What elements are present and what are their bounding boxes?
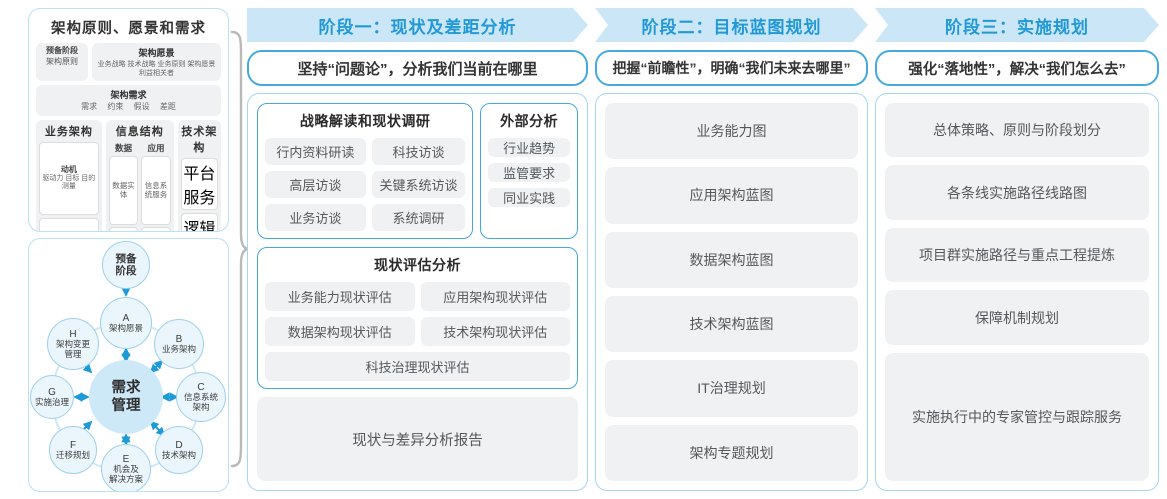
list-item: 保障机制规划	[885, 290, 1149, 345]
phase-1-column: 阶段一：现状及差距分析 坚持“问题论”，分析我们当前在哪里 战略解读和现状调研 …	[247, 8, 588, 491]
list-item: 监管要求	[488, 163, 570, 182]
phase-3-subtitle: 强化“落地性”，解决“我们怎么去”	[875, 50, 1159, 86]
list-item: IT治理规划	[605, 360, 858, 417]
list-item: 技术架构现状评估	[420, 317, 570, 346]
list-item: 应用架构现状评估	[420, 282, 570, 311]
principles-panel-title: 架构原则、愿景和需求	[51, 21, 206, 37]
phases-area: 阶段一：现状及差距分析 坚持“问题论”，分析我们当前在哪里 战略解读和现状调研 …	[247, 8, 1160, 491]
app-item: 信息系统服务	[141, 155, 171, 225]
list-item: 应用架构蓝图	[605, 167, 858, 224]
list-item: 行内资料研读	[265, 138, 366, 165]
list-item: 实施执行中的专家管控与跟踪服务	[885, 352, 1149, 481]
data-item: 逻辑数据构件	[108, 226, 139, 231]
architecture-sections: 业务架构 动机 驱动力 目标 目的 测量 组织 组织 位置 驱动者 角色 功能 …	[36, 119, 222, 231]
gap-analysis-report-box: 现状与差异分析报告	[257, 397, 578, 481]
adm-node-e-opportunities: E 机会及 解决方案	[101, 444, 151, 491]
list-item: 项目群实施路径与重点工程提炼	[885, 227, 1149, 283]
adm-node-prep: 预备 阶段	[102, 241, 150, 289]
technology-architecture-section: 技术架构 平台服务 逻辑技术构件 物理技术构件	[177, 119, 222, 231]
phase-2-subtitle: 把握“前瞻性”，明确“我们未来去哪里”	[595, 50, 868, 86]
app-item: 逻辑应用构件	[141, 226, 171, 231]
application-column: 应用 信息系统服务 逻辑应用构件 物理应用构件	[141, 142, 171, 231]
tech-item: 逻辑技术构件	[180, 212, 219, 231]
external-analysis-group: 外部分析 行业趋势 监管要求 同业实践	[480, 103, 578, 239]
list-item: 关键系统访谈	[371, 171, 466, 198]
list-item: 总体策略、原则与阶段划分	[885, 103, 1149, 158]
list-item: 数据架构蓝图	[605, 231, 858, 288]
prep-vision-row: 预备阶段 架构原则 架构愿景 业务战略 技术战略 业务原则 架构愿景 利益相关者	[36, 43, 221, 82]
phase-3-panel: 总体策略、原则与阶段划分 各条线实施路径线路图 项目群实施路径与重点工程提炼 保…	[875, 93, 1159, 491]
list-item: 数据架构现状评估	[265, 317, 415, 346]
vision-box: 架构愿景 业务战略 技术战略 业务原则 架构愿景 利益相关者	[92, 43, 221, 82]
data-item: 数据实体	[108, 155, 139, 225]
list-item: 各条线实施路径线路图	[885, 165, 1149, 220]
list-item: 业务访谈	[265, 204, 366, 231]
adm-node-h-change: H 架构变更 管理	[47, 318, 99, 370]
list-item: 科技访谈	[371, 138, 466, 165]
list-item: 技术架构蓝图	[605, 295, 858, 353]
phase-2-panel: 业务能力图 应用架构蓝图 数据架构蓝图 技术架构蓝图 IT治理规划 架构专题规划	[595, 93, 868, 491]
phase-1-panel: 战略解读和现状调研 行内资料研读 科技访谈 高层访谈 关键系统访谈 业务访谈 系…	[247, 93, 588, 491]
organization-box: 组织 组织 位置 驱动者 角色	[39, 217, 99, 231]
phase-2-column: 阶段二：目标蓝图规划 把握“前瞻性”，明确“我们未来去哪里” 业务能力图 应用架…	[595, 8, 868, 491]
prep-stage-label: 预备阶段	[46, 46, 78, 55]
adm-node-g-governance: G 实施治理	[30, 375, 74, 419]
list-item: 同业实践	[488, 188, 570, 207]
prep-principle-label: 架构原则	[46, 56, 78, 66]
adm-node-b-business: B 业务架构	[154, 319, 204, 369]
phase-1-header: 阶段一：现状及差距分析	[247, 8, 588, 42]
list-item: 业务能力图	[605, 103, 858, 160]
adm-node-a-vision: A 架构愿景	[100, 297, 152, 349]
strategy-research-group: 战略解读和现状调研 行内资料研读 科技访谈 高层访谈 关键系统访谈 业务访谈 系…	[257, 103, 474, 239]
requirements-box: 架构需求 需求 约束 假设 差距	[36, 85, 221, 116]
list-item: 架构专题规划	[605, 424, 858, 481]
information-structure-section: 信息结构 数据 数据实体 逻辑数据构件 物理数据构件 应用 信息系统服务 逻辑应…	[105, 119, 174, 231]
phase-1-subtitle: 坚持“问题论”，分析我们当前在哪里	[247, 50, 588, 86]
adm-node-d-technology: D 技术架构	[155, 426, 203, 474]
tech-item: 平台服务	[180, 157, 219, 210]
phase-3-column: 阶段三：实施规划 强化“落地性”，解决“我们怎么去” 总体策略、原则与阶段划分 …	[875, 8, 1159, 491]
data-column: 数据 数据实体 逻辑数据构件 物理数据构件	[108, 142, 139, 231]
motivation-box: 动机 驱动力 目标 目的 测量	[39, 141, 99, 215]
adm-center-requirements-management: 需求 管理	[89, 360, 163, 434]
adm-node-c-information-systems: C 信息系统 架构	[176, 372, 226, 422]
list-item: 行业趋势	[488, 138, 570, 157]
prep-stage-box: 预备阶段 架构原则	[36, 43, 88, 82]
adm-cycle-panel: 预备 阶段 A 架构愿景 B 业务架构 C 信息系统 架构 D 技术架构 E 机…	[28, 238, 229, 492]
list-item: 高层访谈	[265, 171, 366, 198]
list-item: 系统调研	[371, 204, 466, 231]
phase-3-header: 阶段三：实施规划	[875, 8, 1159, 42]
current-state-assessment-group: 现状评估分析 业务能力现状评估 应用架构现状评估 数据架构现状评估 技术架构现状…	[257, 247, 578, 389]
list-item: 科技治理现状评估	[265, 352, 570, 381]
phase-2-header: 阶段二：目标蓝图规划	[595, 8, 868, 42]
business-architecture-section: 业务架构 动机 驱动力 目标 目的 测量 组织 组织 位置 驱动者 角色 功能 …	[36, 119, 102, 231]
adm-node-f-migration: F 迁移规划	[49, 426, 97, 474]
principles-panel: 架构原则、愿景和需求 预备阶段 架构原则 架构愿景 业务战略 技术战略 业务原则…	[28, 8, 229, 232]
list-item: 业务能力现状评估	[265, 282, 415, 311]
